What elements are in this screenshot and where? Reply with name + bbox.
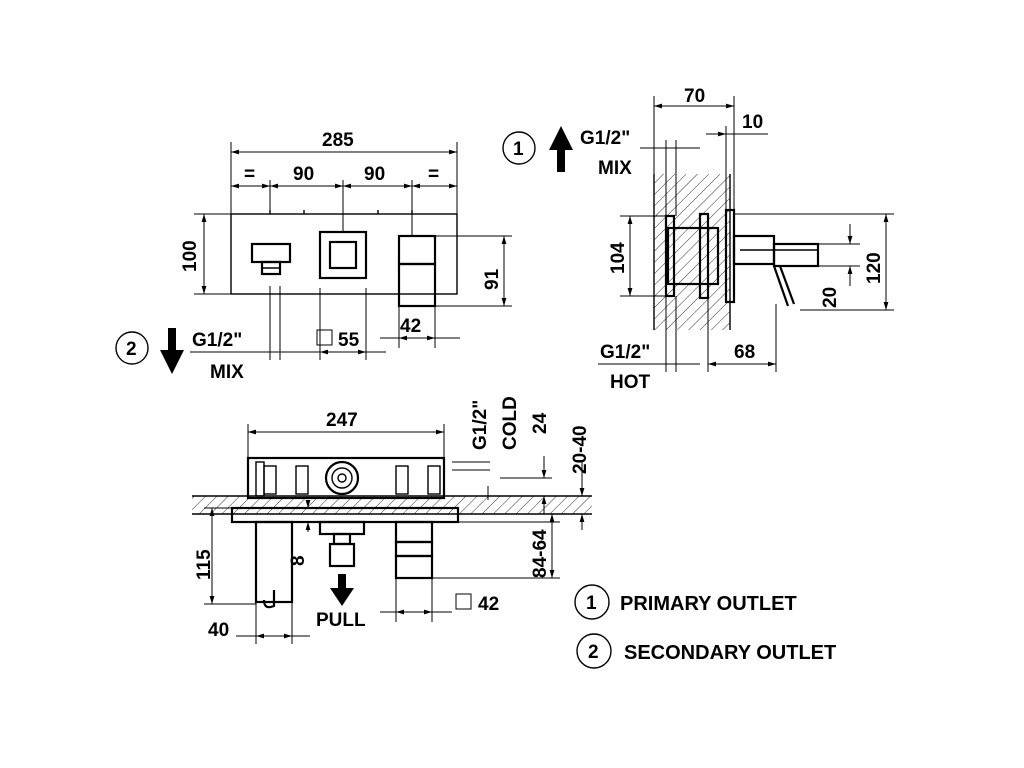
legend-1-label: PRIMARY OUTLET xyxy=(620,593,797,615)
front-view: 285 = 90 90 = 100 91 42 xyxy=(115,130,512,383)
outlet-2-type: MIX xyxy=(210,362,244,383)
dim-spout-width: 42 xyxy=(400,316,421,337)
dim-height-104: 104 xyxy=(608,242,629,274)
pull-knob xyxy=(318,520,366,568)
outlet-1-marker xyxy=(502,131,536,165)
legend-2-number: 2 xyxy=(588,642,599,663)
top-spout xyxy=(394,520,434,580)
dim-115: 115 xyxy=(194,549,215,580)
legend-item-primary: 1 PRIMARY OUTLET xyxy=(574,584,797,620)
dim-40: 40 xyxy=(208,620,229,641)
inlet-hot-thread: G1/2" xyxy=(600,342,650,363)
square-symbol-42 xyxy=(455,593,472,610)
pull-arrow-icon xyxy=(330,574,354,606)
dim-eq-left: = xyxy=(244,164,255,185)
outlet-1-type: MIX xyxy=(598,158,632,179)
dim-8: 8 xyxy=(288,555,309,566)
dim-spacing-1: 90 xyxy=(293,164,314,185)
outlet-2-number: 2 xyxy=(126,339,137,360)
dim-20: 20 xyxy=(820,287,841,308)
dim-68: 68 xyxy=(734,342,755,363)
side-handle xyxy=(732,234,820,307)
outlet-1-thread: G1/2" xyxy=(580,128,630,149)
dim-knob-square: 55 xyxy=(338,330,360,351)
outlet-2-thread: G1/2" xyxy=(192,330,242,351)
hand-shower-hook xyxy=(254,520,294,609)
dim-spout-height: 91 xyxy=(482,268,503,290)
inlet-hot-type: HOT xyxy=(610,372,651,393)
pull-label: PULL xyxy=(316,610,366,631)
dim-total-width: 285 xyxy=(322,130,354,151)
dim-width-247: 247 xyxy=(326,410,358,431)
left-outlet-connector xyxy=(250,242,292,276)
side-body xyxy=(666,226,720,286)
top-view: PULL 247 G1/2" COLD 24 20-40 84-64 115 xyxy=(192,396,592,644)
dim-height-120: 120 xyxy=(864,252,885,284)
side-view: 70 10 1 G1/2" MIX 104 120 2 xyxy=(502,86,894,393)
dim-wall-range: 20-40 xyxy=(570,425,591,474)
wall-surface xyxy=(192,496,592,514)
front-body xyxy=(230,213,458,295)
dim-24: 24 xyxy=(530,412,551,434)
dim-depth-total: 70 xyxy=(684,86,705,107)
arrow-down-icon xyxy=(160,328,184,374)
dim-depth-range: 84-64 xyxy=(530,529,551,578)
legend: 1 PRIMARY OUTLET 2 SECONDARY OUTLET xyxy=(574,584,836,669)
square-symbol xyxy=(316,329,333,346)
legend-1-number: 1 xyxy=(586,593,597,614)
control-knob-square xyxy=(318,230,368,280)
outlet-2-marker xyxy=(115,331,149,365)
inlet-cold-type: COLD xyxy=(500,396,521,450)
outlet-1-number: 1 xyxy=(513,139,524,160)
dim-spout-square: 42 xyxy=(478,594,499,615)
dim-plate: 10 xyxy=(742,112,763,133)
spout xyxy=(397,234,437,308)
inlet-cold-thread: G1/2" xyxy=(470,400,491,450)
dim-height: 100 xyxy=(180,240,201,272)
legend-item-secondary: 2 SECONDARY OUTLET xyxy=(576,633,836,669)
cold-inlet-fitting xyxy=(324,460,360,496)
dim-eq-right: = xyxy=(428,164,439,185)
mixer-box xyxy=(246,456,446,500)
arrow-up-icon xyxy=(549,126,573,172)
dim-spacing-2: 90 xyxy=(364,164,385,185)
legend-2-label: SECONDARY OUTLET xyxy=(624,642,836,664)
